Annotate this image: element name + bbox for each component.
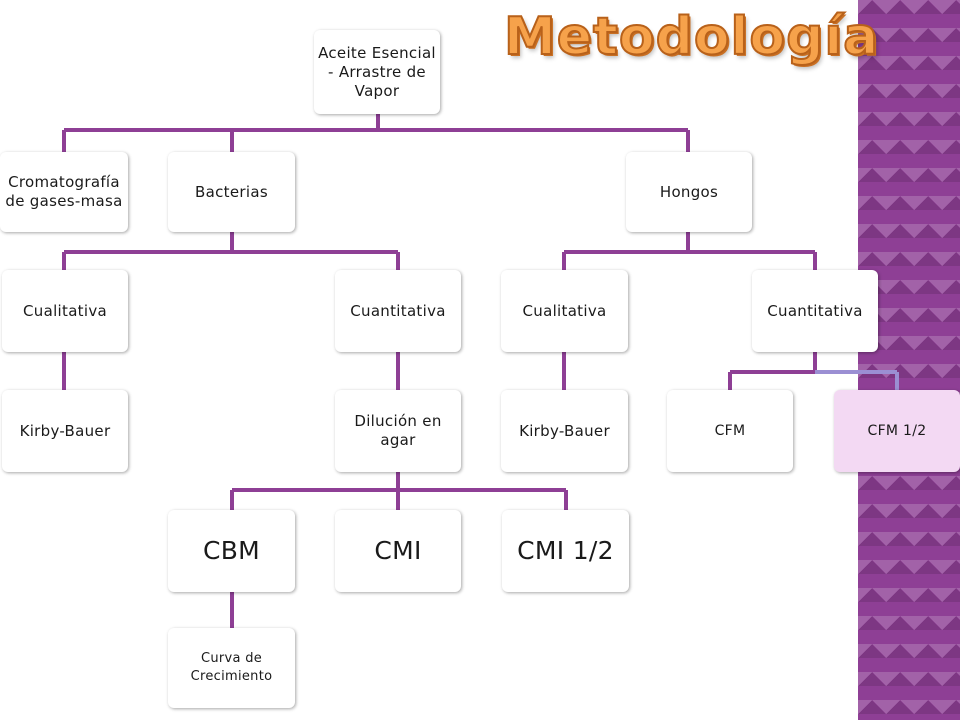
node-hongos-kirby-bauer: Kirby-Bauer	[501, 390, 628, 472]
node-bacterias: Bacterias	[168, 152, 295, 232]
node-root: Aceite Esencial - Arrastre de Vapor	[314, 30, 440, 114]
node-bacterias-cuantitativa: Cuantitativa	[335, 270, 461, 352]
node-cfm: CFM	[667, 390, 793, 472]
node-cbm: CBM	[168, 510, 295, 592]
node-cmi-half: CMI 1/2	[502, 510, 629, 592]
node-bacterias-cualitativa: Cualitativa	[2, 270, 128, 352]
node-curva-crecimiento: Curva de Crecimiento	[168, 628, 295, 708]
node-dilucion-agar: Dilución en agar	[335, 390, 461, 472]
node-hongos-cualitativa: Cualitativa	[501, 270, 628, 352]
node-hongos: Hongos	[626, 152, 752, 232]
node-cmi: CMI	[335, 510, 461, 592]
node-hongos-cuantitativa: Cuantitativa	[752, 270, 878, 352]
slide-title: Metodología	[503, 6, 880, 68]
node-cromatografia: Cromatografía de gases-masa	[0, 152, 128, 232]
decorative-side-strip	[858, 0, 960, 720]
node-bacterias-kirby-bauer: Kirby-Bauer	[2, 390, 128, 472]
node-cfm-half: CFM 1/2	[834, 390, 960, 472]
